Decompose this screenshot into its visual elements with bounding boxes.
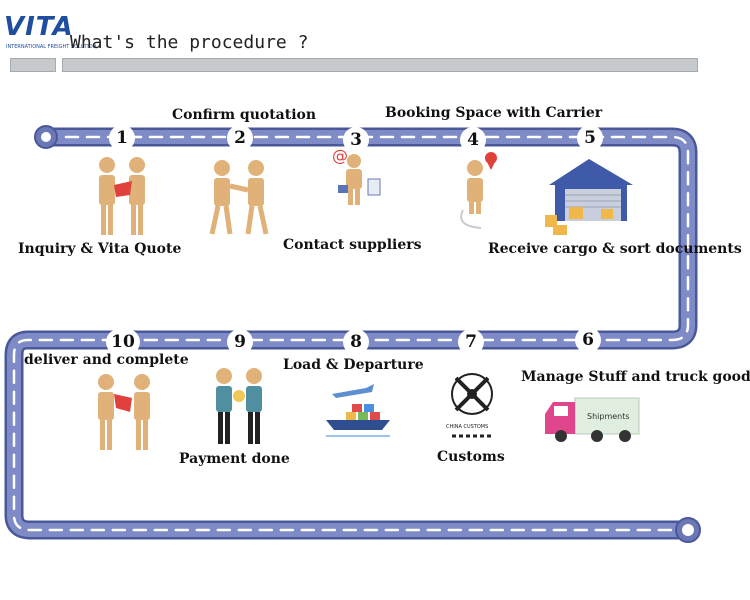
step-number-1: 1 [109,125,135,151]
customs-emblem-icon: CHINA CUSTOMS [446,373,493,438]
location-pin-icon [460,152,497,229]
step-label-4: Booking Space with Carrier [385,105,603,121]
step-number-5: 5 [577,125,603,151]
delivery-people-icon [98,374,150,450]
step-label-6: Manage Stuff and truck goods [521,369,750,385]
svg-text:@: @ [332,146,348,165]
step-number-4: 4 [460,127,486,153]
step-number-8: 8 [343,329,369,355]
step-number-7: 7 [458,329,484,355]
step-number-2: 2 [227,125,253,151]
payment-icon [216,368,262,444]
road-start-hole [41,132,51,142]
step-label-1: Inquiry & Vita Quote [18,241,182,257]
step-label-7: Customs [437,449,505,465]
vita-logo: VITA [4,12,74,42]
step-label-2: Confirm quotation [172,107,317,123]
step-label-8: Load & Departure [283,357,424,373]
step-number-9: 9 [227,329,253,355]
email-contact-icon: @ [332,146,381,205]
step-number-6: 6 [575,327,601,353]
handover-people-icon [99,157,145,235]
customs-text: CHINA CUSTOMS [446,424,488,430]
logo-subtitle: INTERNATIONAL FREIGHT SOLUTION [6,44,97,50]
road-dash [12,135,690,532]
truck-text: Shipments [587,412,630,421]
header-bar-short [10,58,56,72]
road-end-hole [682,524,694,536]
truck-icon: Shipments [545,397,640,442]
page-title: What's the procedure ? [70,32,309,53]
step-label-9: Payment done [179,451,290,467]
step-label-3: Contact suppliers [283,237,422,253]
warehouse-icon [545,159,633,235]
header-bar-long [62,58,698,72]
step-number-3: 3 [343,127,369,153]
handshake-icon [209,160,269,235]
step-number-10: 10 [106,329,140,355]
step-label-5: Receive cargo & sort documents [488,241,742,257]
step-label-10: deliver and complete [24,352,189,368]
ship-plane-icon [326,384,390,437]
